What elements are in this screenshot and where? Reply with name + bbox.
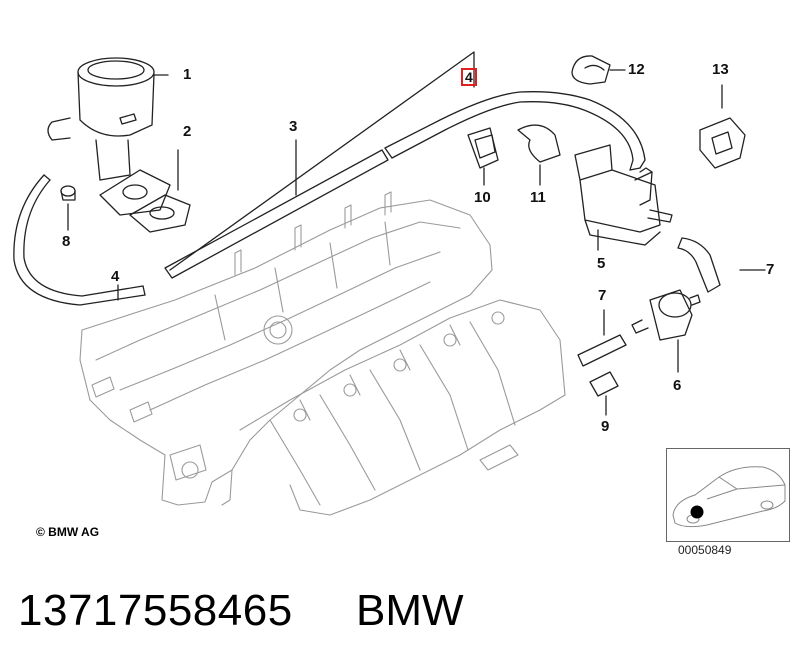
car-silhouette [672, 466, 786, 528]
callout-7-right[interactable]: 7 [766, 261, 775, 278]
callout-3[interactable]: 3 [289, 118, 298, 135]
part-7-hose-small [577, 309, 627, 367]
callout-4-highlighted[interactable]: 4 [461, 68, 477, 86]
callout-13[interactable]: 13 [712, 61, 729, 78]
parts-diagram [13, 51, 766, 516]
part-10-clip [467, 127, 499, 186]
callout-10[interactable]: 10 [474, 189, 491, 206]
callout-7-small[interactable]: 7 [598, 287, 607, 304]
part-number: 13717558465 [18, 586, 293, 635]
copyright-text: © BMW AG [36, 525, 100, 539]
engine-head-outline [79, 191, 493, 506]
part-4-hose-left [13, 174, 146, 306]
vehicle-inset [666, 448, 790, 542]
inset-code: 00050849 [678, 543, 732, 557]
part-2-gasket [99, 149, 191, 233]
callout-5[interactable]: 5 [597, 255, 606, 272]
callout-11[interactable]: 11 [530, 189, 546, 206]
part-8-plug [60, 185, 76, 231]
part-1-valve [47, 57, 169, 181]
part-4-leader [169, 51, 475, 271]
part-12-clip [571, 55, 626, 85]
part-4-hose-upper [384, 91, 646, 171]
location-marker [690, 505, 704, 519]
part-9-sleeve [589, 371, 619, 416]
callout-2[interactable]: 2 [183, 123, 192, 140]
part-7-hose-right [677, 237, 766, 293]
brand-name: BMW [356, 586, 464, 635]
intake-manifold-outline [239, 299, 566, 516]
callout-8[interactable]: 8 [62, 233, 71, 250]
callout-1[interactable]: 1 [183, 66, 192, 83]
callout-6[interactable]: 6 [673, 377, 682, 394]
part-5-valve [574, 144, 673, 251]
callout-9[interactable]: 9 [601, 418, 610, 435]
part-13-connector [699, 84, 746, 169]
part-6-filter [631, 289, 701, 373]
callout-4[interactable]: 4 [111, 268, 120, 285]
part-3-hose-long [164, 139, 389, 279]
part-11-clip [517, 124, 561, 186]
callout-12[interactable]: 12 [628, 61, 645, 78]
